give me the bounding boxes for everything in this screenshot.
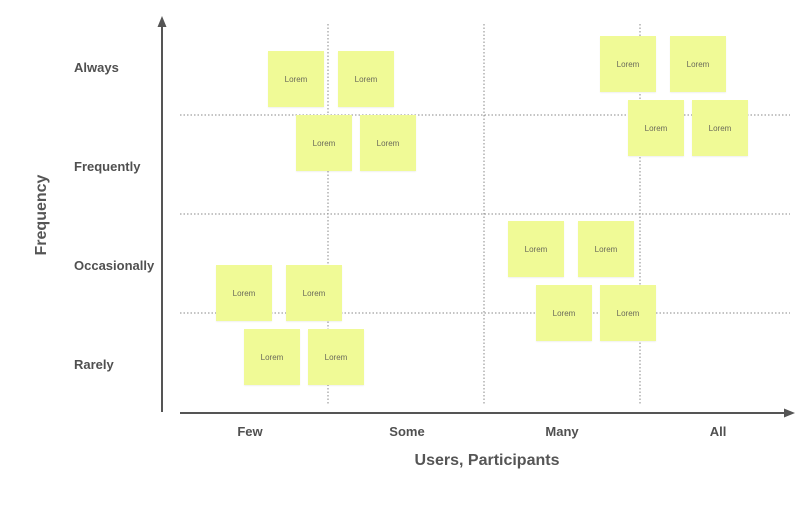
x-axis-arrow-icon — [784, 408, 795, 418]
sticky-note[interactable]: Lorem — [600, 285, 656, 341]
y-axis-title: Frequency — [33, 174, 50, 256]
sticky-note[interactable]: Lorem — [268, 51, 324, 107]
sticky-note[interactable]: Lorem — [670, 36, 726, 92]
sticky-note[interactable]: Lorem — [296, 115, 352, 171]
x-axis-title: Users, Participants — [414, 452, 560, 469]
sticky-note[interactable]: Lorem — [578, 221, 634, 277]
sticky-note[interactable]: Lorem — [308, 329, 364, 385]
y-level-occasionally: Occasionally — [74, 258, 155, 273]
sticky-note[interactable]: Lorem — [628, 100, 684, 156]
y-axis-arrow-icon — [157, 16, 167, 27]
sticky-note[interactable]: Lorem — [508, 221, 564, 277]
sticky-note[interactable]: Lorem — [600, 36, 656, 92]
sticky-note[interactable]: Lorem — [338, 51, 394, 107]
sticky-note[interactable]: Lorem — [692, 100, 748, 156]
x-level-few: Few — [237, 424, 263, 439]
x-level-some: Some — [389, 424, 425, 439]
sticky-note[interactable]: Lorem — [286, 265, 342, 321]
x-level-many: Many — [545, 424, 579, 439]
y-level-frequently: Frequently — [74, 159, 141, 174]
sticky-note[interactable]: Lorem — [536, 285, 592, 341]
y-level-always: Always — [74, 60, 119, 75]
sticky-note[interactable]: Lorem — [244, 329, 300, 385]
y-level-rarely: Rarely — [74, 357, 114, 372]
x-level-all: All — [709, 424, 727, 439]
sticky-note[interactable]: Lorem — [360, 115, 416, 171]
sticky-note[interactable]: Lorem — [216, 265, 272, 321]
